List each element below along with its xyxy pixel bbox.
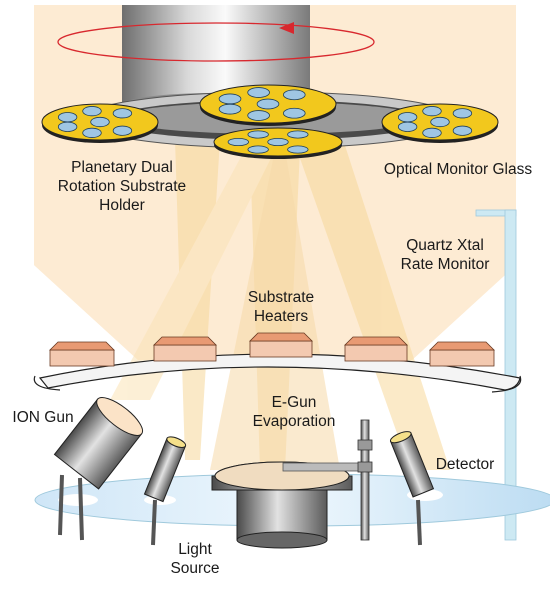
substrate-wafer-icon: [82, 106, 102, 117]
label-heaters-line-1: Substrate: [247, 289, 315, 306]
substrate-platter: [213, 127, 343, 159]
substrate-heaters: [49, 332, 495, 367]
label-holder-line-2: Rotation Substrate: [57, 178, 187, 195]
light-source: [143, 436, 187, 546]
substrate-wafer-icon: [283, 89, 306, 101]
rotation-arrow-icon: [57, 22, 375, 62]
substrate-wafer-icon: [247, 130, 269, 139]
label-holder-line-1: Planetary Dual: [71, 159, 173, 176]
label-detector: Detector: [430, 455, 500, 474]
substrate-wafer-icon: [397, 121, 418, 132]
substrate-wafer-icon: [112, 125, 133, 136]
substrate-wafer-icon: [283, 107, 306, 119]
label-quartz-monitor: Quartz Xtal Rate Monitor: [395, 236, 495, 274]
heater-block: [344, 336, 408, 362]
heater-block: [153, 336, 217, 362]
substrate-platter: [41, 103, 159, 143]
planetary-platters: [41, 84, 499, 159]
label-detector-text: Detector: [435, 456, 495, 473]
label-substrate-heaters: Substrate Heaters: [236, 288, 326, 326]
label-planetary-holder: Planetary Dual Rotation Substrate Holder: [48, 158, 196, 215]
heater-block: [429, 341, 495, 367]
substrate-wafer-icon: [422, 127, 442, 138]
substrate-wafer-icon: [287, 130, 309, 139]
shutter-assembly: [282, 419, 373, 541]
detector: [389, 431, 435, 546]
label-egun-line-1: E-Gun: [271, 394, 317, 411]
substrate-wafer-icon: [452, 125, 473, 136]
substrate-wafer-icon: [57, 121, 78, 132]
substrate-platter: [381, 103, 499, 143]
label-ion-gun-text: ION Gun: [12, 409, 74, 426]
substrate-wafer-icon: [112, 108, 133, 119]
substrate-wafer-icon: [82, 127, 102, 138]
substrate-wafer-icon: [430, 116, 450, 128]
substrate-wafer-icon: [287, 145, 309, 154]
label-light-line-1: Light: [178, 541, 212, 558]
substrate-wafer-icon: [90, 116, 110, 128]
substrate-wafer-icon: [218, 103, 242, 115]
substrate-wafer-icon: [218, 93, 242, 105]
substrate-wafer-icon: [247, 145, 269, 154]
substrate-heater-ring: [33, 353, 522, 393]
label-quartz-line-2: Rate Monitor: [400, 256, 490, 273]
label-optical-monitor: Optical Monitor Glass: [376, 160, 540, 179]
label-light-source: Light Source: [165, 540, 225, 578]
label-ion-gun: ION Gun: [8, 408, 78, 427]
label-egun: E-Gun Evaporation: [248, 393, 340, 431]
label-light-line-2: Source: [170, 560, 220, 577]
substrate-wafer-icon: [452, 108, 473, 119]
label-optical-monitor-text: Optical Monitor Glass: [383, 161, 533, 178]
substrate-wafer-icon: [227, 137, 249, 147]
label-heaters-line-2: Heaters: [253, 308, 309, 325]
label-holder-line-3: Holder: [99, 197, 145, 214]
heater-block: [249, 332, 313, 358]
substrate-wafer-icon: [267, 137, 289, 147]
rotation-arrowhead-icon: [279, 22, 294, 34]
ion-gun: [53, 397, 144, 541]
label-egun-line-2: Evaporation: [252, 413, 336, 430]
substrate-wafer-icon: [256, 98, 280, 110]
substrate-wafer-icon: [247, 87, 270, 98]
egun-plume: [210, 150, 340, 470]
heater-block: [49, 341, 115, 367]
substrate-wafer-icon: [247, 110, 270, 121]
substrate-wafer-icon: [422, 106, 442, 117]
substrate-wafer-icon: [57, 112, 78, 123]
substrate-wafer-icon: [397, 112, 418, 123]
label-quartz-line-1: Quartz Xtal: [406, 237, 484, 254]
substrate-platter: [199, 84, 337, 126]
